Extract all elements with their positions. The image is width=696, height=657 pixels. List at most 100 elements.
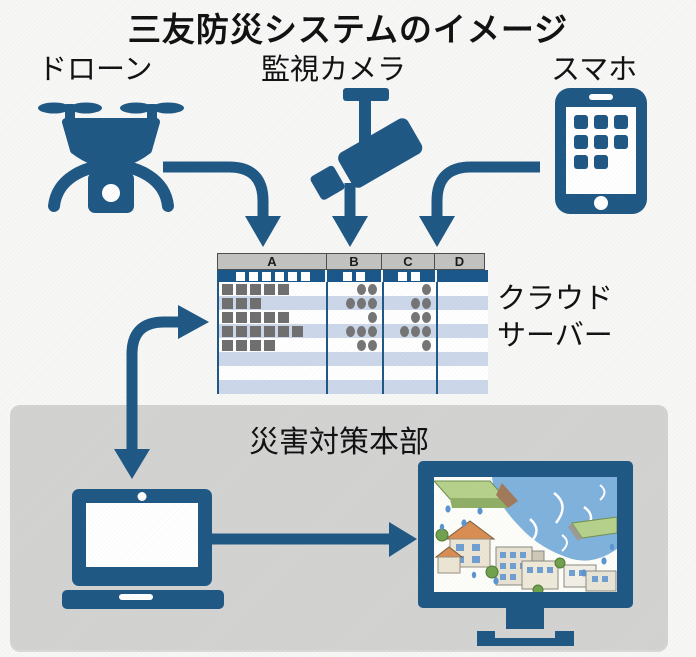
filter-segment-A [217,270,325,282]
data-square [278,325,289,337]
table-cell [437,338,488,352]
table-cell [437,310,488,324]
table-cell [383,282,437,296]
table-cell [327,380,383,394]
table-cell [383,366,437,380]
data-dot [357,339,366,351]
table-row [217,366,488,380]
filter-square [236,271,245,281]
table-cell [327,282,383,296]
data-square [264,339,275,351]
filter-segment-D [437,270,488,282]
table-row [217,338,488,352]
filter-segment-B [327,270,381,282]
table-cell [217,324,327,338]
arrow-drone-to-cloud [163,161,281,247]
data-square [250,339,261,351]
table-cell [383,352,437,366]
data-dot [411,297,420,309]
data-square [250,311,261,323]
table-row [217,282,488,296]
data-dot [368,297,377,309]
table-row [217,310,488,324]
column-header-B: B [326,253,382,270]
data-square [236,339,247,351]
data-dot [400,325,409,337]
cctv-camera-icon [310,88,423,200]
data-square [222,339,233,351]
camera-label: 監視カメラ [261,54,407,86]
table-cell [217,282,327,296]
table-cell [437,380,488,394]
monitor-icon [418,461,633,646]
data-square [250,297,261,309]
filter-segment-C [383,270,435,282]
table-cell [437,352,488,366]
diagram-title: 三友防災システムのイメージ [127,11,569,48]
drone-label: ドローン [38,54,153,86]
column-header-A: A [217,253,327,270]
data-square [292,325,303,337]
table-cell [437,282,488,296]
data-square [264,325,275,337]
drone-icon [38,102,184,213]
data-dot [422,297,431,309]
data-dot [422,339,431,351]
table-cell [327,324,383,338]
filter-square [343,271,352,281]
table-cell [327,366,383,380]
arrow-laptop-to-monitor [205,522,417,557]
headquarters-label: 災害対策本部 [249,426,429,459]
data-square [250,325,261,337]
filter-square [398,271,407,281]
filter-square [262,271,271,281]
arrow-cloud-headquarters-link [114,305,209,479]
table-divider-a-b [326,282,328,394]
data-square [278,283,289,295]
table-cell [217,352,327,366]
table-filter-row [217,270,488,282]
table-cell [383,310,437,324]
data-dot [357,283,366,295]
data-square [236,325,247,337]
filter-square [275,271,284,281]
table-cell [327,310,383,324]
data-square [278,311,289,323]
table-cell [383,338,437,352]
table-cell [217,366,327,380]
data-square [264,283,275,295]
table-cell [437,324,488,338]
data-square [222,325,233,337]
table-row [217,380,488,394]
arrow-phone-to-cloud [419,161,540,247]
filter-square [301,271,310,281]
flood-scene-illustration [434,477,617,592]
table-cell [327,338,383,352]
table-cell [383,296,437,310]
data-square [250,283,261,295]
table-divider-b-c [382,282,384,394]
data-dot [368,283,377,295]
table-row [217,352,488,366]
table-cell [327,296,383,310]
filter-square [249,271,258,281]
column-header-C: C [381,253,435,270]
data-dot [346,297,355,309]
data-dot [357,325,366,337]
data-square [236,297,247,309]
table-row [217,324,488,338]
data-dot [411,311,420,323]
table-cell [217,338,327,352]
data-dot [368,339,377,351]
table-cell [217,380,327,394]
data-dot [346,325,355,337]
laptop-icon [62,489,224,609]
table-cell [383,324,437,338]
data-dot [422,283,431,295]
filter-square [288,271,297,281]
column-header-D: D [434,253,485,270]
table-border-left [217,270,219,394]
filter-square [356,271,365,281]
